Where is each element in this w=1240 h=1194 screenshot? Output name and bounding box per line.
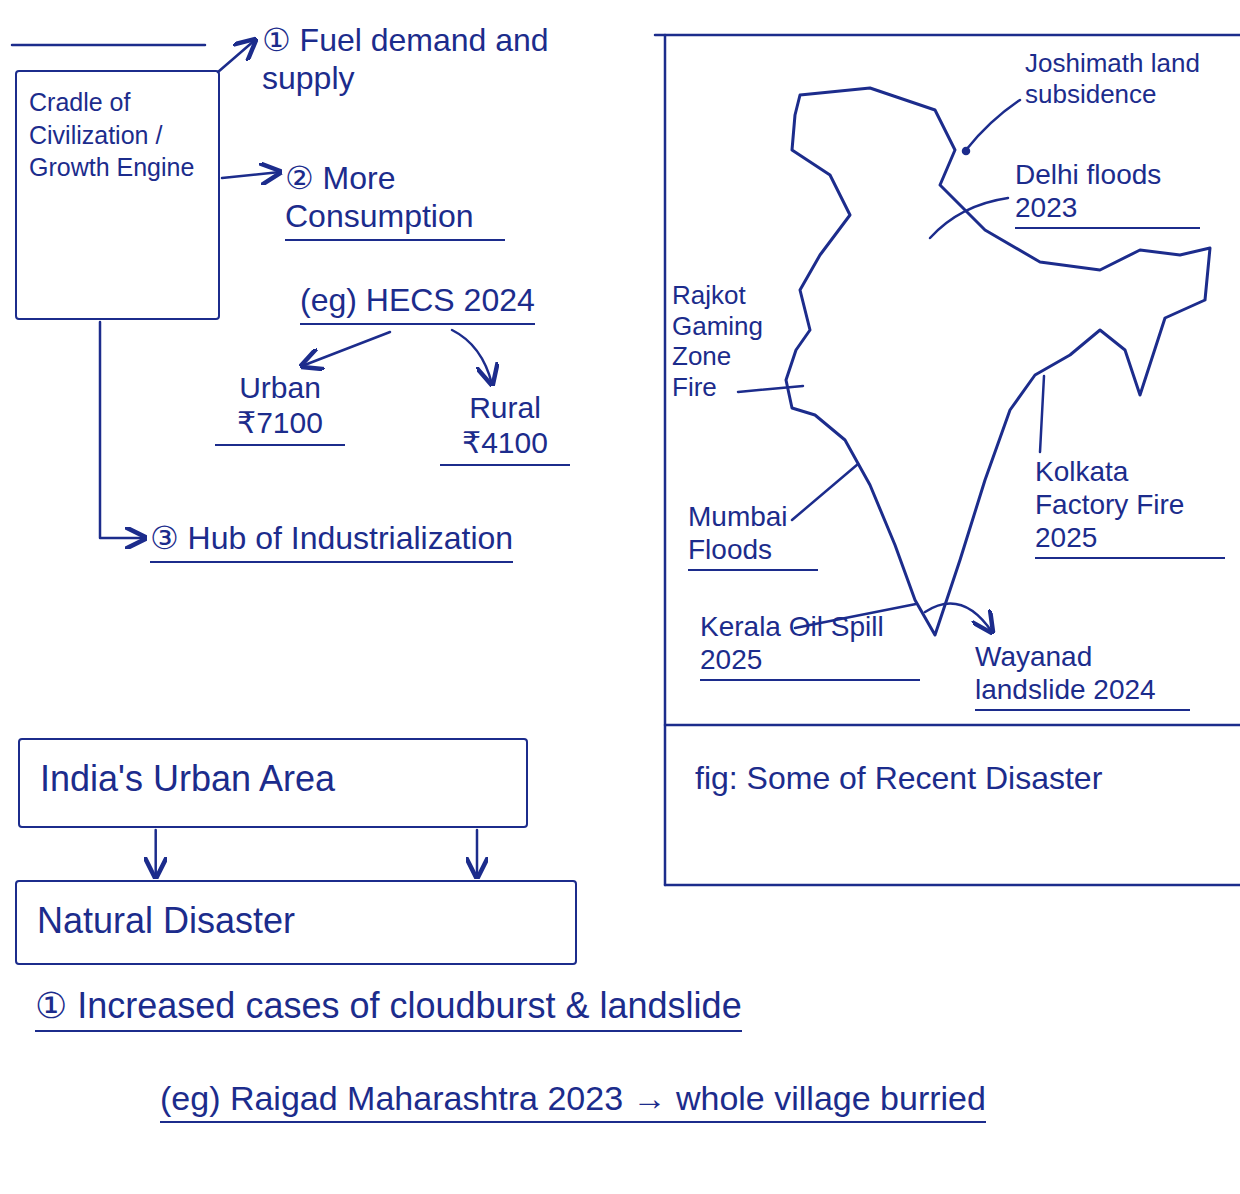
connector-arrow <box>154 830 157 877</box>
leader-line <box>930 198 1008 238</box>
split-arrow <box>302 332 390 366</box>
note-text: Kolkata Factory Fire 2025 <box>1035 455 1225 559</box>
frame-line <box>664 35 667 885</box>
note-text: ① Fuel demand and supply <box>262 22 622 98</box>
note-text: Joshimath land subsidence <box>1025 48 1230 109</box>
leader-line <box>792 464 858 520</box>
leader-dot <box>963 148 969 154</box>
frame-line <box>655 34 1240 37</box>
note-text: Mumbai Floods <box>688 500 818 571</box>
note-text: ③ Hub of Industrialization <box>150 520 513 563</box>
note-text: Wayanad landslide 2024 <box>975 640 1190 711</box>
leader-line <box>966 100 1020 150</box>
note-text: Rural ₹4100 <box>440 390 570 466</box>
india-outline <box>786 88 1210 635</box>
note-text: Delhi floods 2023 <box>1015 158 1200 229</box>
box-text: India's Urban Area <box>40 756 506 803</box>
box-text: Cradle of Civilization / Growth Engine <box>29 86 206 184</box>
note-text: (eg) HECS 2024 <box>300 282 535 325</box>
leader-line <box>1040 376 1044 452</box>
split-arrow <box>452 330 492 384</box>
note-text: ② More Consumption <box>285 160 505 241</box>
connector-arrow <box>476 830 479 877</box>
concept-box: Cradle of Civilization / Growth Engine <box>15 70 220 320</box>
frame-line <box>665 884 1240 887</box>
branch-line <box>12 44 205 47</box>
note-text: ① Increased cases of cloudburst & landsl… <box>35 985 742 1032</box>
leader-line <box>738 386 803 392</box>
frame-line <box>665 724 1240 727</box>
note-text: Rajkot Gaming Zone Fire <box>672 280 772 403</box>
branch-arrow <box>218 40 255 72</box>
box-text: Natural Disaster <box>37 898 555 945</box>
topic-box: Natural Disaster <box>15 880 577 965</box>
note-text: Urban ₹7100 <box>215 370 345 446</box>
note-text: Kerala Oil Spill 2025 <box>700 610 920 681</box>
leader-arrow <box>925 604 992 632</box>
figure-caption: fig: Some of Recent Disaster <box>695 760 1102 798</box>
branch-arrow <box>222 172 280 178</box>
topic-box: India's Urban Area <box>18 738 528 828</box>
note-text: (eg) Raigad Maharashtra 2023 → whole vil… <box>160 1078 986 1123</box>
branch-arrow <box>100 322 145 538</box>
